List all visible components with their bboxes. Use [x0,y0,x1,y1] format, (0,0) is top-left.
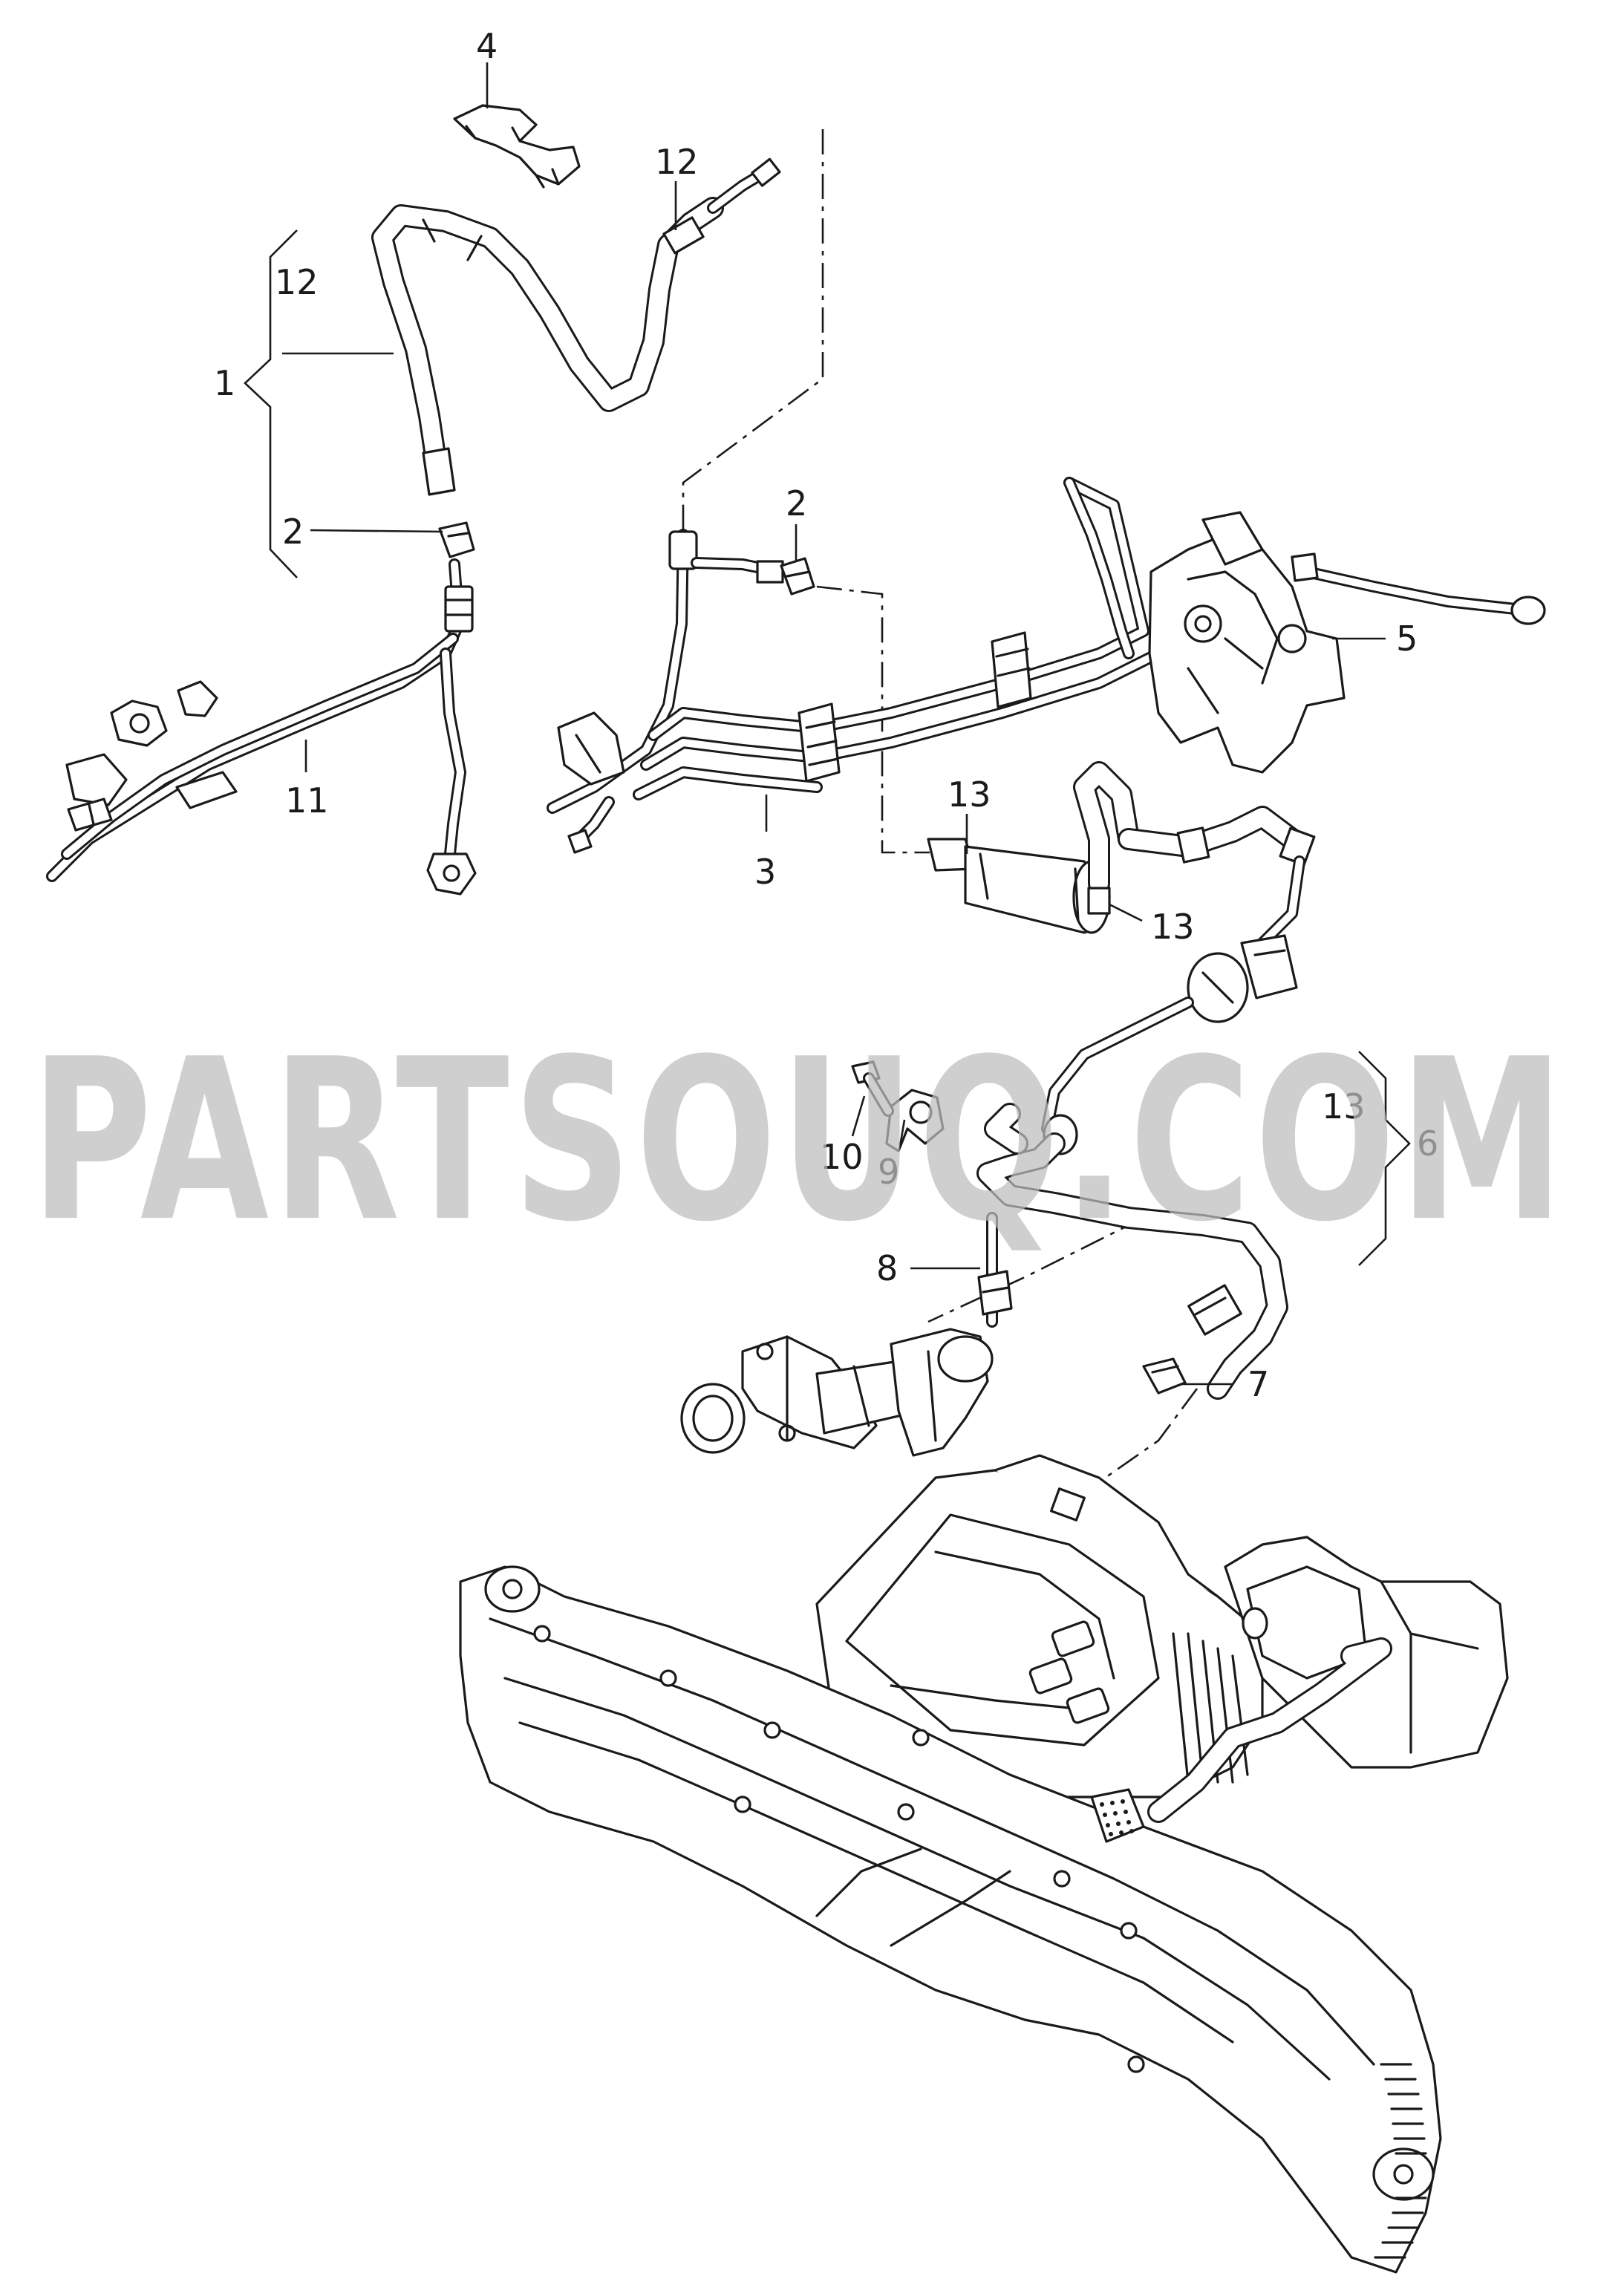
callout-labels: 4 12 12 1 2 2 11 3 5 13 13 13 6 7 8 9 10 [214,26,1438,1404]
callout-13-bracket: 13 [1322,1086,1366,1126]
callout-12-top: 12 [655,142,699,182]
callout-1: 1 [214,363,235,403]
leader-lines [244,62,1411,1386]
connector-line-a [682,129,824,535]
watermark-text: PARTSOUQ.COM [30,1011,1568,1271]
callout-7: 7 [1248,1364,1269,1404]
connector-line-d [1083,1388,1198,1494]
callout-2-right: 2 [786,483,807,524]
hose-bundle-part-11 [46,558,477,896]
clamp-part-2-right [780,557,815,596]
hose-part-1 [371,157,781,496]
callout-2-left: 2 [282,512,304,552]
holder-part-8 [977,1212,1013,1328]
callout-9: 9 [878,1152,899,1192]
hose-part-3 [547,477,1164,854]
valve-part-5 [1148,511,1546,774]
callout-11: 11 [285,780,329,821]
hatched-connector [1100,1799,1134,1836]
intake-manifold-assembly [459,1454,1509,2274]
callout-13-upper: 13 [948,774,991,815]
callout-10: 10 [820,1137,864,1177]
clip-part-4 [453,104,581,189]
water-connection-housing [680,1328,994,1457]
callout-12-bracket: 12 [275,262,319,302]
hose-part-6 [976,1103,1288,1400]
callout-3: 3 [754,852,776,892]
callout-8: 8 [876,1248,898,1288]
connector-line-b [816,585,930,854]
callout-13-lower: 13 [1151,907,1195,947]
ring-part-7 [1142,1357,1187,1395]
callout-5: 5 [1396,619,1418,659]
bracket-part-9 [885,1089,945,1152]
bolt-part-10 [851,1060,894,1117]
clamp-part-2-left [438,521,475,558]
callout-4: 4 [476,26,498,66]
callout-6: 6 [1417,1123,1438,1164]
